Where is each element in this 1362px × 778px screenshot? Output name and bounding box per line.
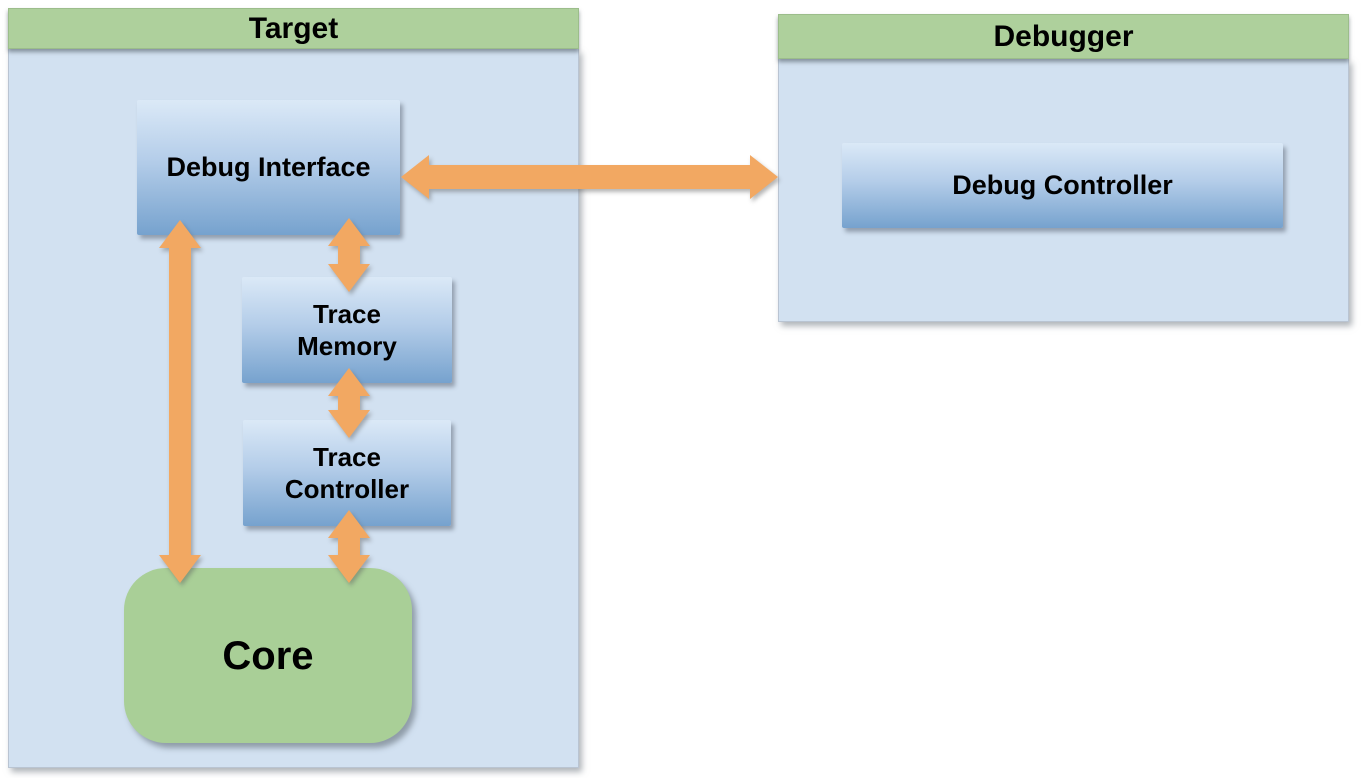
trace-controller-block: Trace Controller: [243, 420, 451, 526]
debug-interface-block: Debug Interface: [137, 100, 400, 235]
core-block: Core: [124, 568, 412, 743]
target-title: Target: [248, 11, 339, 45]
target-header: Target: [8, 8, 579, 49]
debug-controller-block: Debug Controller: [842, 143, 1283, 228]
trace-memory-block: Trace Memory: [242, 277, 452, 383]
debugger-title: Debugger: [993, 19, 1134, 53]
debugger-header: Debugger: [778, 14, 1349, 59]
